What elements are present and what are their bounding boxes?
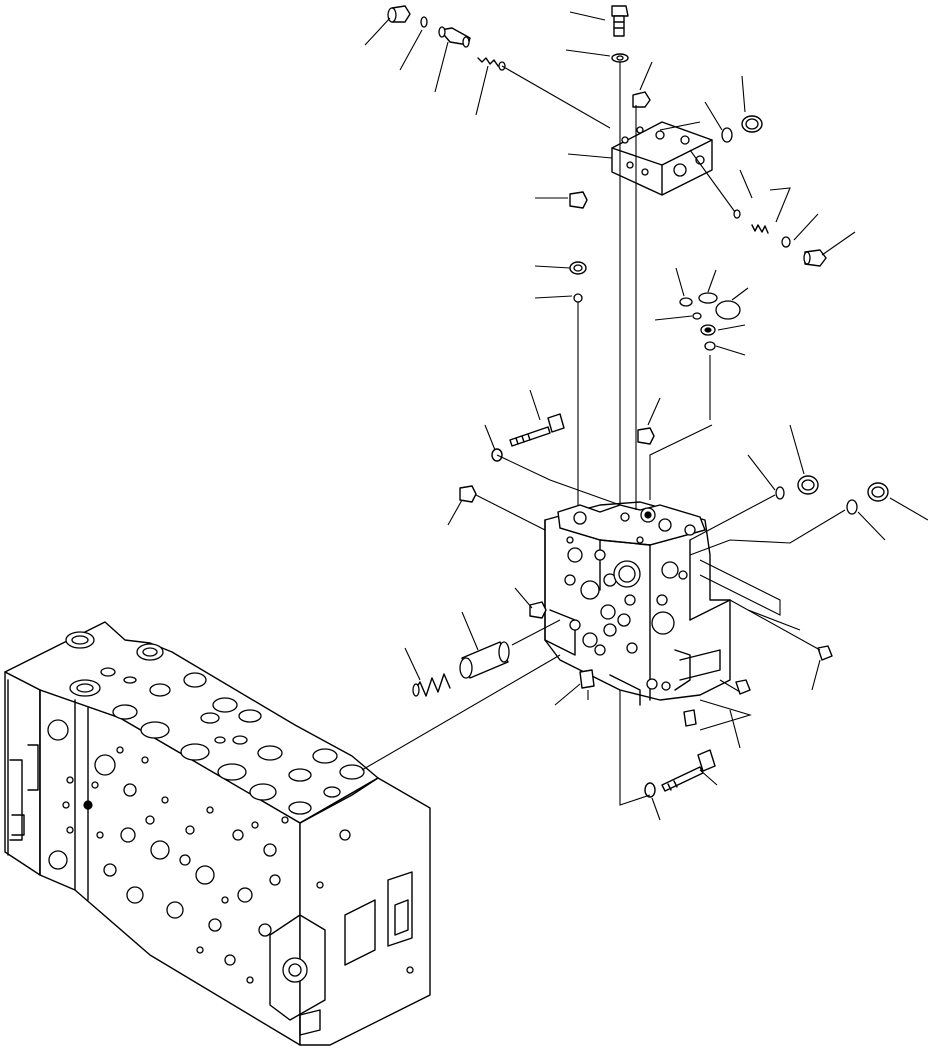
plug-bottom-far-right <box>735 679 751 695</box>
o-ring <box>420 16 428 28</box>
plug-bottom-right <box>683 709 697 727</box>
plug-small-1 <box>632 91 651 108</box>
section-block-ports <box>564 507 696 691</box>
plug-right-lower <box>817 645 833 661</box>
plug-top-left <box>387 5 411 23</box>
assembly-lines <box>361 62 846 806</box>
plug-left-of-block <box>459 485 477 503</box>
o-ring-far-right <box>846 499 858 515</box>
main-body-top-ports <box>65 631 365 815</box>
long-bolt-lower <box>661 749 716 792</box>
top-sub-block <box>611 121 713 196</box>
spool <box>459 641 510 679</box>
spring-spool <box>412 673 451 697</box>
main-valve-body <box>4 621 431 1046</box>
plug-right-end <box>803 249 827 267</box>
spring-small-top <box>477 57 506 71</box>
plug-block-small <box>529 601 547 619</box>
plug-bottom-left <box>579 669 595 689</box>
ball <box>733 209 741 219</box>
check-valve-poppet <box>438 26 471 48</box>
plug-mid-left <box>569 261 587 275</box>
washer-top-hole <box>616 55 624 61</box>
plug-left-mid <box>569 191 588 209</box>
leader-lines <box>364 11 928 821</box>
long-bolt-upper <box>509 413 565 447</box>
plug-right-top <box>741 115 763 133</box>
o-ring-right <box>721 127 733 143</box>
plug-far-right <box>867 482 889 502</box>
main-body-side-ports <box>47 719 289 984</box>
o-ring-right-mid <box>775 486 785 500</box>
valve-section-block <box>544 501 731 706</box>
spring-right <box>751 224 769 234</box>
seat-right <box>781 236 791 248</box>
washer-lower <box>644 782 656 798</box>
plug-right-mid <box>797 475 819 495</box>
o-ring-mid <box>573 293 583 303</box>
bolt-top <box>611 5 629 37</box>
plug-center <box>637 427 655 445</box>
o-ring-cluster <box>679 292 741 351</box>
